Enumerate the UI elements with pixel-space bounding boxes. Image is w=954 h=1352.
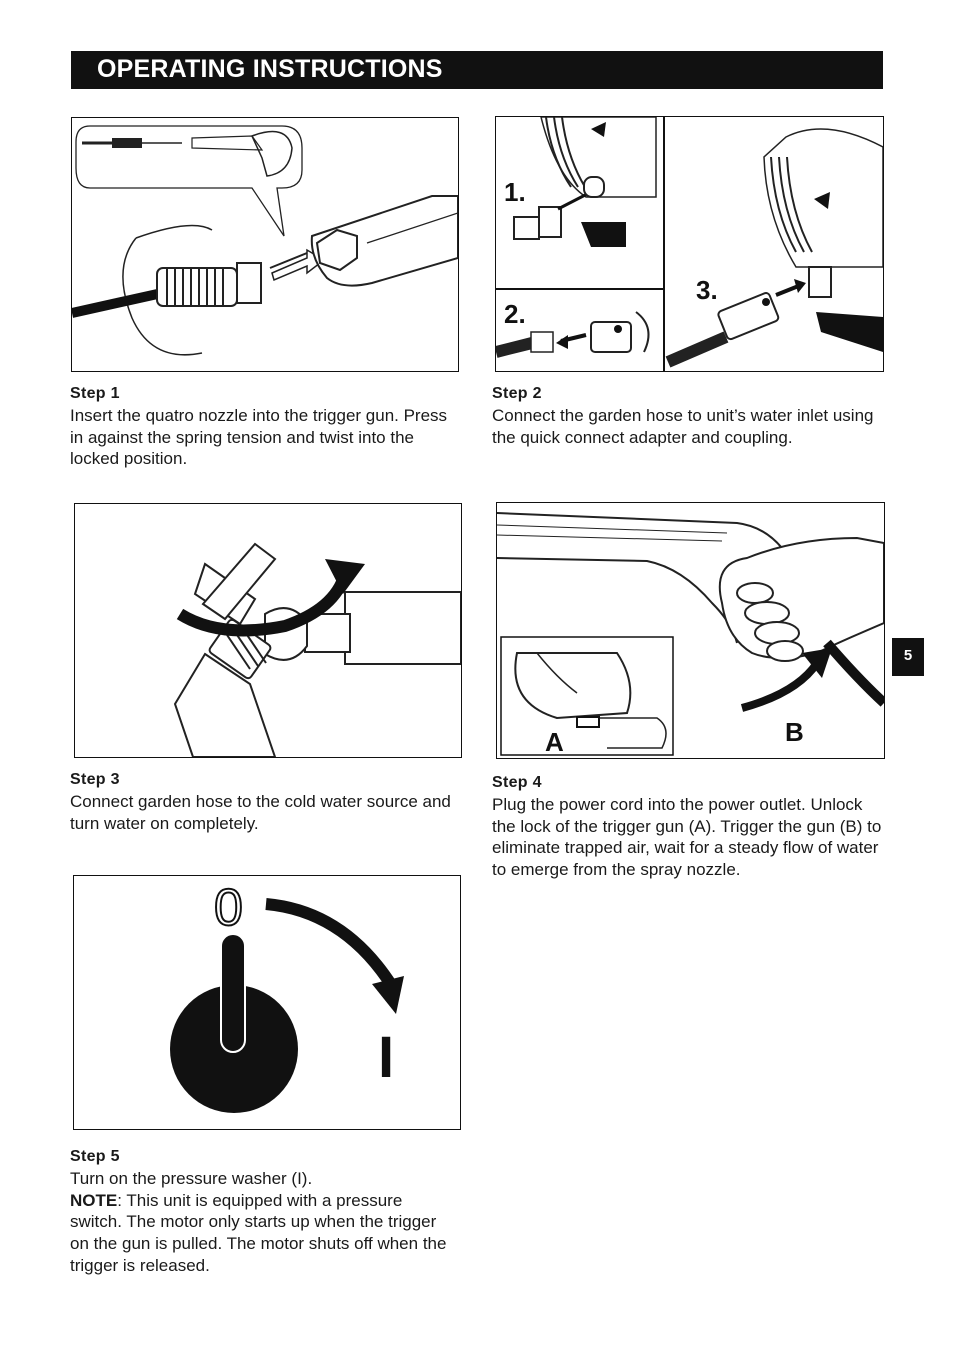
step2-title: Step 2 — [492, 385, 542, 402]
page-number: 5 — [903, 647, 913, 664]
step3-illustration — [74, 503, 462, 758]
page-number-tab: 5 — [892, 638, 924, 676]
step4-label-a: A — [545, 727, 564, 757]
step2-text: Step 2 Connect the garden hose to unit’s… — [492, 383, 884, 448]
step5-body: Turn on the pressure washer (I). — [70, 1168, 313, 1188]
step1-body: Insert the quatro nozzle into the trigge… — [70, 405, 448, 469]
step2-illustration: 1. 2. 3. — [495, 116, 884, 372]
step3-title: Step 3 — [70, 771, 120, 788]
step5-text: Step 5 Turn on the pressure washer (I). … — [70, 1146, 455, 1277]
step3-text: Step 3 Connect garden hose to the cold w… — [70, 769, 455, 834]
section-header-bar: OPERATING INSTRUCTIONS — [71, 51, 883, 89]
step1-title: Step 1 — [70, 385, 120, 402]
step4-body: Plug the power cord into the power outle… — [492, 794, 882, 880]
step5-note: NOTE: This unit is equipped with a press… — [70, 1190, 455, 1277]
step4-illustration: A B — [496, 502, 885, 759]
step1-text: Step 1 Insert the quatro nozzle into the… — [70, 383, 455, 470]
step2-label-3: 3. — [696, 275, 718, 305]
step2-label-1: 1. — [504, 177, 526, 207]
step5-label-off: 0 — [213, 878, 244, 938]
step1-illustration — [71, 117, 459, 372]
step5-illustration: 0 I — [73, 875, 461, 1130]
step2-body: Connect the garden hose to unit’s water … — [492, 405, 874, 447]
page-title: OPERATING INSTRUCTIONS — [97, 55, 443, 83]
note-label: NOTE — [70, 1190, 118, 1210]
step2-label-2: 2. — [504, 299, 526, 329]
note-text: : This unit is equipped with a pressure … — [70, 1190, 447, 1275]
step3-body: Connect garden hose to the cold water so… — [70, 791, 451, 833]
step4-label-b: B — [785, 717, 804, 747]
step4-text: Step 4 Plug the power cord into the powe… — [492, 772, 884, 881]
step5-title: Step 5 — [70, 1148, 120, 1165]
step4-title: Step 4 — [492, 774, 542, 791]
step5-label-on: I — [378, 1025, 395, 1090]
